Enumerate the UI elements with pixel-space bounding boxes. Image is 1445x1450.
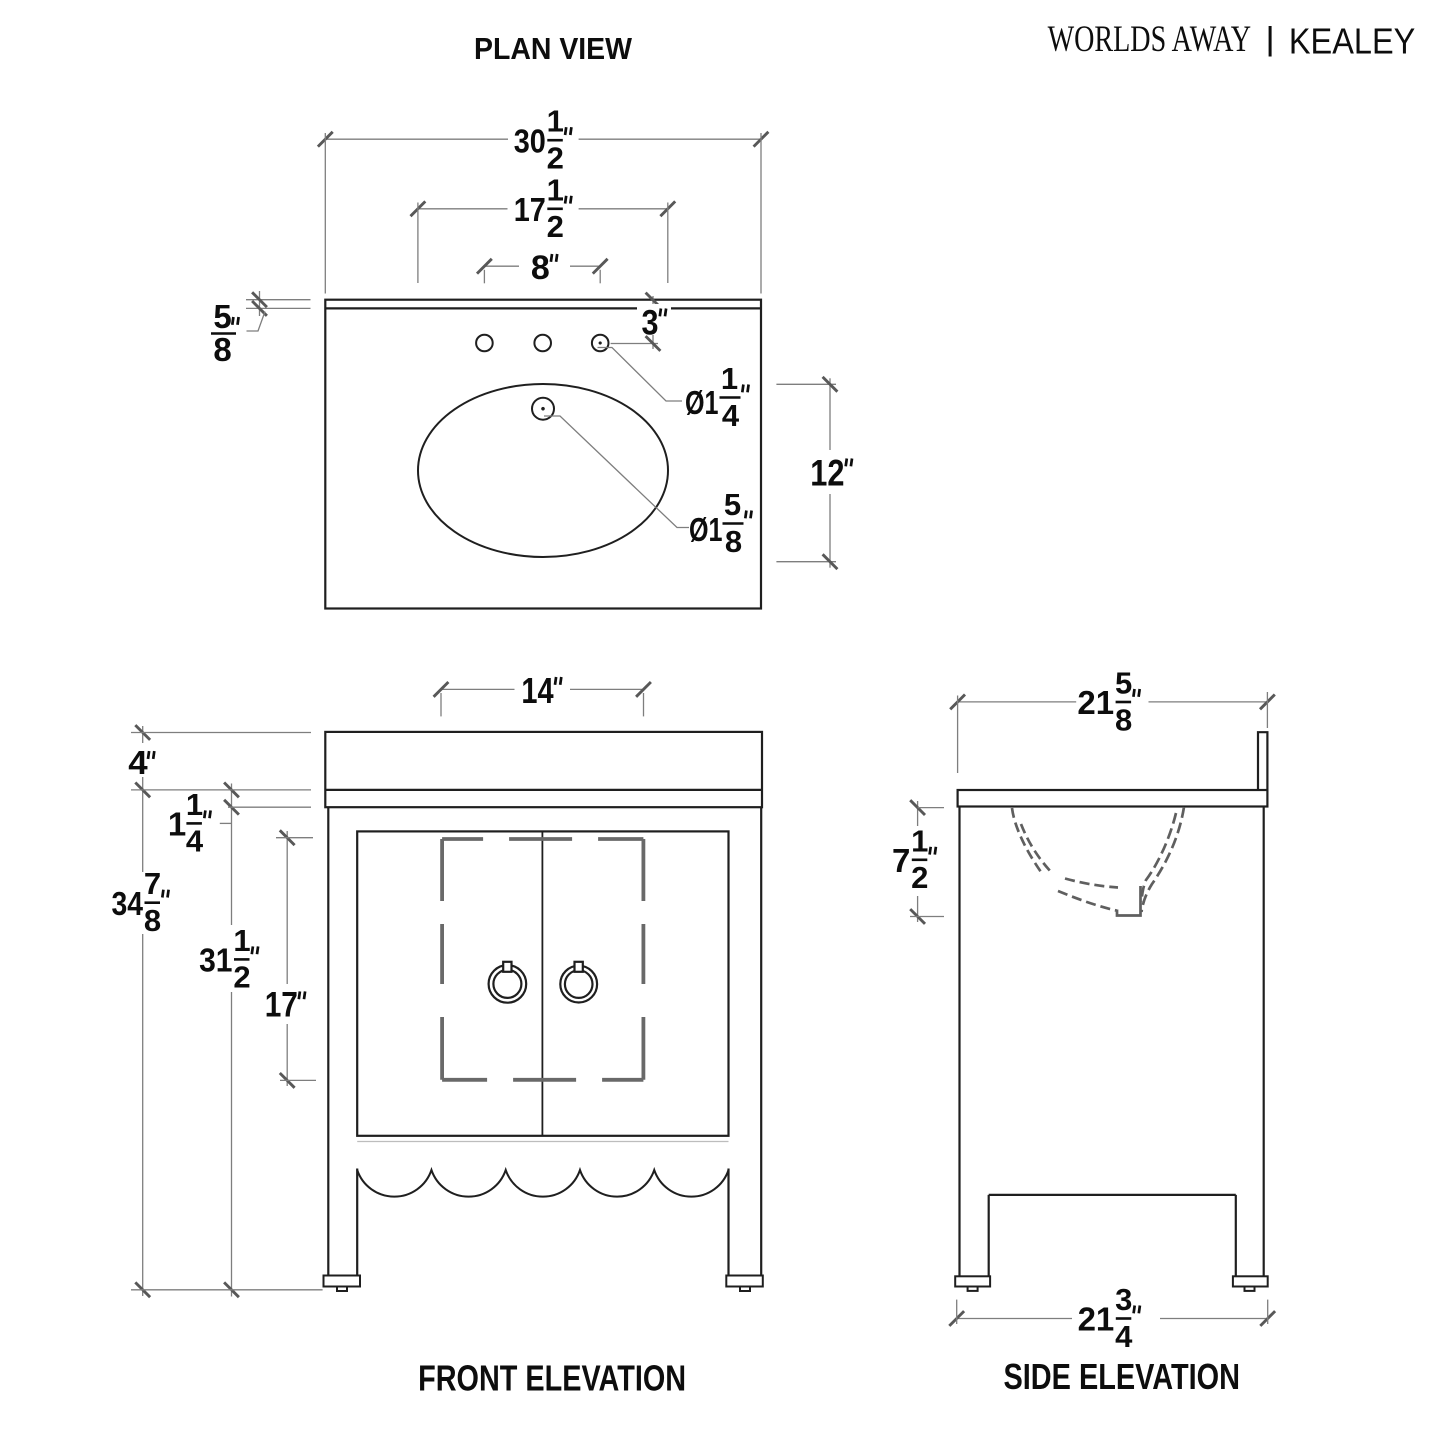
svg-text:8: 8	[531, 249, 550, 287]
svg-text:2: 2	[547, 209, 564, 244]
svg-text:5: 5	[213, 298, 231, 335]
svg-text:2: 2	[911, 860, 928, 895]
svg-text:4: 4	[722, 398, 740, 433]
svg-text:8: 8	[213, 331, 231, 368]
svg-text:1: 1	[168, 806, 186, 843]
svg-text:17: 17	[514, 191, 546, 228]
svg-text:WORLDS AWAY: WORLDS AWAY	[1048, 19, 1252, 60]
svg-text:1: 1	[547, 172, 564, 207]
svg-text:3: 3	[642, 304, 659, 343]
svg-text:1: 1	[186, 787, 203, 822]
svg-text:SIDE ELEVATION: SIDE ELEVATION	[1004, 1356, 1241, 1397]
svg-text:1: 1	[547, 104, 564, 139]
svg-text:12: 12	[810, 452, 844, 493]
svg-text:KEALEY: KEALEY	[1289, 21, 1415, 62]
svg-text:1: 1	[721, 361, 738, 396]
svg-text:30: 30	[514, 122, 546, 159]
svg-text:17: 17	[265, 986, 298, 1025]
svg-text:5: 5	[1115, 666, 1132, 701]
svg-text:8: 8	[725, 524, 742, 559]
svg-text:31: 31	[199, 942, 232, 979]
svg-text:Ø1: Ø1	[689, 511, 723, 548]
svg-text:1: 1	[911, 823, 928, 858]
svg-text:21: 21	[1078, 1301, 1115, 1338]
svg-text:14: 14	[521, 670, 553, 711]
svg-text:8: 8	[144, 903, 161, 938]
svg-text:2: 2	[547, 141, 564, 176]
svg-text:7: 7	[892, 842, 910, 879]
svg-text:4: 4	[128, 744, 148, 781]
svg-text:2: 2	[233, 960, 250, 995]
svg-text:7: 7	[144, 866, 161, 901]
svg-text:8: 8	[1115, 702, 1132, 737]
svg-text:5: 5	[724, 487, 741, 522]
svg-text:Ø1: Ø1	[685, 384, 719, 421]
svg-text:21: 21	[1077, 684, 1114, 721]
svg-text:4: 4	[186, 824, 204, 859]
svg-text:34: 34	[112, 885, 144, 922]
svg-text:1: 1	[233, 923, 250, 958]
svg-text:4: 4	[1115, 1319, 1133, 1354]
svg-text:PLAN VIEW: PLAN VIEW	[474, 31, 633, 66]
svg-text:3: 3	[1115, 1282, 1132, 1317]
svg-text:FRONT ELEVATION: FRONT ELEVATION	[418, 1358, 686, 1399]
